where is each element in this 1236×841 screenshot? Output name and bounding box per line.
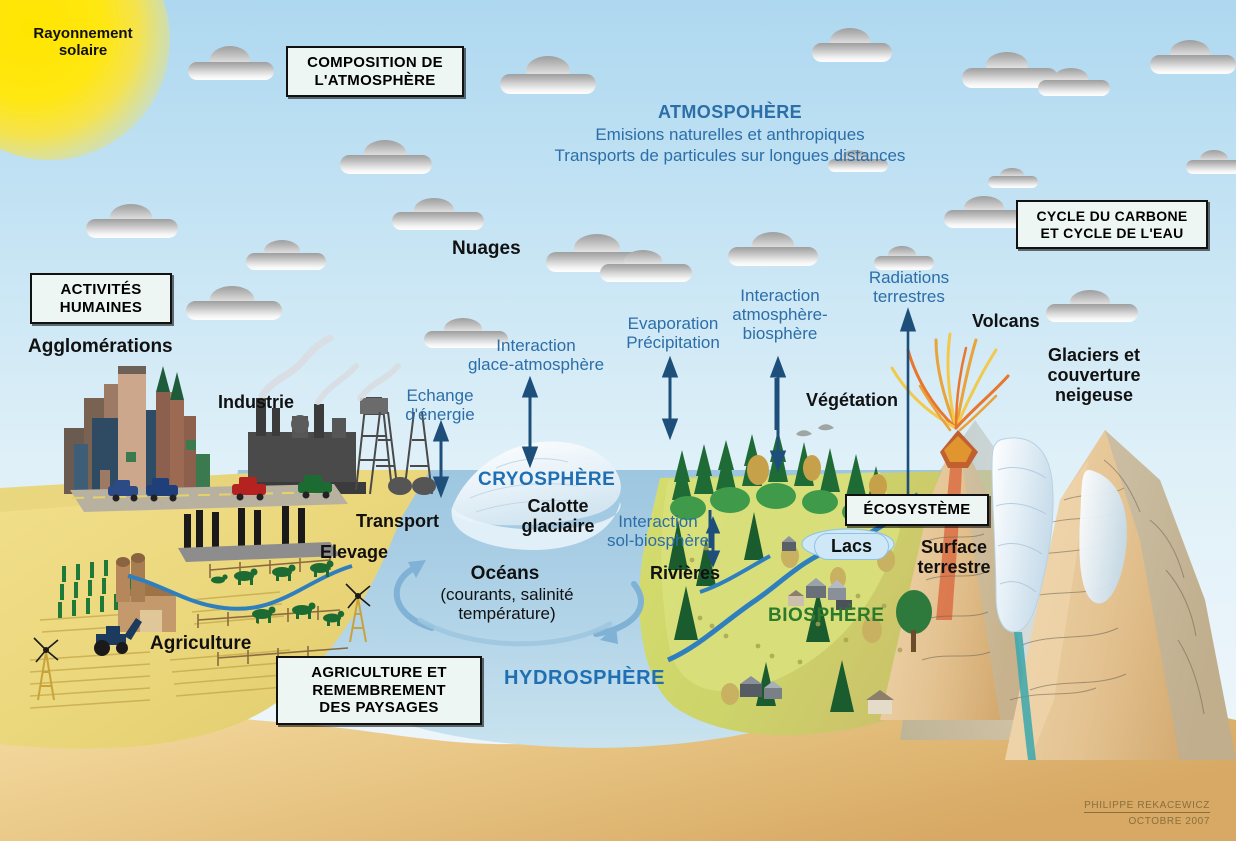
cloud bbox=[188, 46, 274, 80]
cloud bbox=[424, 318, 508, 348]
cloud bbox=[944, 196, 1028, 228]
label-calotte-glaciaire: Calotte glaciaire bbox=[521, 496, 595, 537]
cloud bbox=[246, 240, 326, 270]
atmosphere-text-block: ATMOSPOHÈRE Emisions naturelles et anthr… bbox=[460, 102, 1000, 166]
cloud bbox=[812, 28, 892, 62]
label-nuages: Nuages bbox=[452, 238, 521, 259]
cloud bbox=[1186, 150, 1236, 174]
label-volcans: Volcans bbox=[972, 311, 1040, 331]
label-radiations-terrestres: Radiations terrestres bbox=[868, 268, 950, 307]
cloud bbox=[962, 52, 1058, 88]
label-glaciers-couverture-neigeuse: Glaciers et couverture neigeuse bbox=[1047, 345, 1141, 406]
label-agriculture: Agriculture bbox=[150, 633, 252, 654]
label-echange-energie: Echange d'énergie bbox=[405, 386, 475, 425]
cloud bbox=[340, 140, 432, 174]
cloud bbox=[392, 198, 484, 230]
box-composition-atmosphere: COMPOSITION DE L'ATMOSPHÈRE bbox=[286, 46, 464, 98]
label-rayonnement-solaire: Rayonnement solaire bbox=[33, 25, 133, 59]
label-oceans-detail: (courants, salinité température) bbox=[440, 585, 574, 624]
label-lacs: Lacs bbox=[814, 533, 890, 560]
atmosphere-heading: ATMOSPOHÈRE bbox=[657, 102, 803, 122]
credit-author: PHILIPPE REKACEWICZ bbox=[1084, 800, 1210, 813]
cloud bbox=[86, 204, 178, 238]
box-activites-humaines: ACTIVITÉS HUMAINES bbox=[30, 273, 172, 325]
cloud bbox=[728, 232, 818, 266]
label-evaporation-precipitation: Evaporation Précipitation bbox=[626, 314, 720, 353]
label-industrie: Industrie bbox=[218, 392, 295, 412]
box-agriculture-remembrement: AGRICULTURE ET REMEMBREMENT DES PAYSAGES bbox=[276, 656, 482, 726]
label-biosphere: BIOSPHÈRE bbox=[768, 605, 885, 626]
label-transport: Transport bbox=[356, 511, 440, 531]
atmosphere-line-1: Emisions naturelles et anthropiques bbox=[595, 125, 865, 144]
label-hydrosphere: HYDROSPHÈRE bbox=[504, 667, 666, 689]
cloud bbox=[1150, 40, 1236, 74]
label-cryosphere: CRYOSPHÈRE bbox=[478, 469, 616, 490]
label-agglomerations: Agglomérations bbox=[28, 336, 173, 357]
label-rivieres: Rivières bbox=[650, 563, 721, 583]
cloud bbox=[828, 150, 888, 172]
cloud bbox=[1046, 290, 1138, 322]
cloud bbox=[988, 168, 1038, 188]
cloud bbox=[600, 250, 692, 282]
box-ecosysteme: ÉCOSYSTÈME bbox=[845, 494, 989, 526]
credit: PHILIPPE REKACEWICZ OCTOBRE 2007 bbox=[1084, 800, 1210, 827]
label-interaction-glace-atmosphere: Interaction glace-atmosphère bbox=[467, 336, 605, 375]
cloud bbox=[1038, 68, 1110, 96]
label-interaction-atmosphere-biosphere: Interaction atmosphère- biosphère bbox=[732, 286, 828, 344]
label-elevage: Elevage bbox=[320, 542, 389, 562]
cloud bbox=[500, 56, 596, 94]
cloud bbox=[186, 286, 282, 320]
label-oceans: Océans bbox=[470, 563, 540, 584]
box-cycle-carbone-eau: CYCLE DU CARBONE ET CYCLE DE L'EAU bbox=[1016, 200, 1208, 250]
label-interaction-sol-biosphere: Interaction sol-biosphère bbox=[606, 512, 710, 551]
cloud bbox=[874, 246, 934, 270]
label-vegetation: Végétation bbox=[806, 390, 899, 410]
label-surface-terrestre: Surface terrestre bbox=[917, 537, 991, 578]
atmosphere-line-2: Transports de particules sur longues dis… bbox=[554, 146, 906, 165]
credit-date: OCTOBRE 2007 bbox=[1128, 816, 1210, 827]
